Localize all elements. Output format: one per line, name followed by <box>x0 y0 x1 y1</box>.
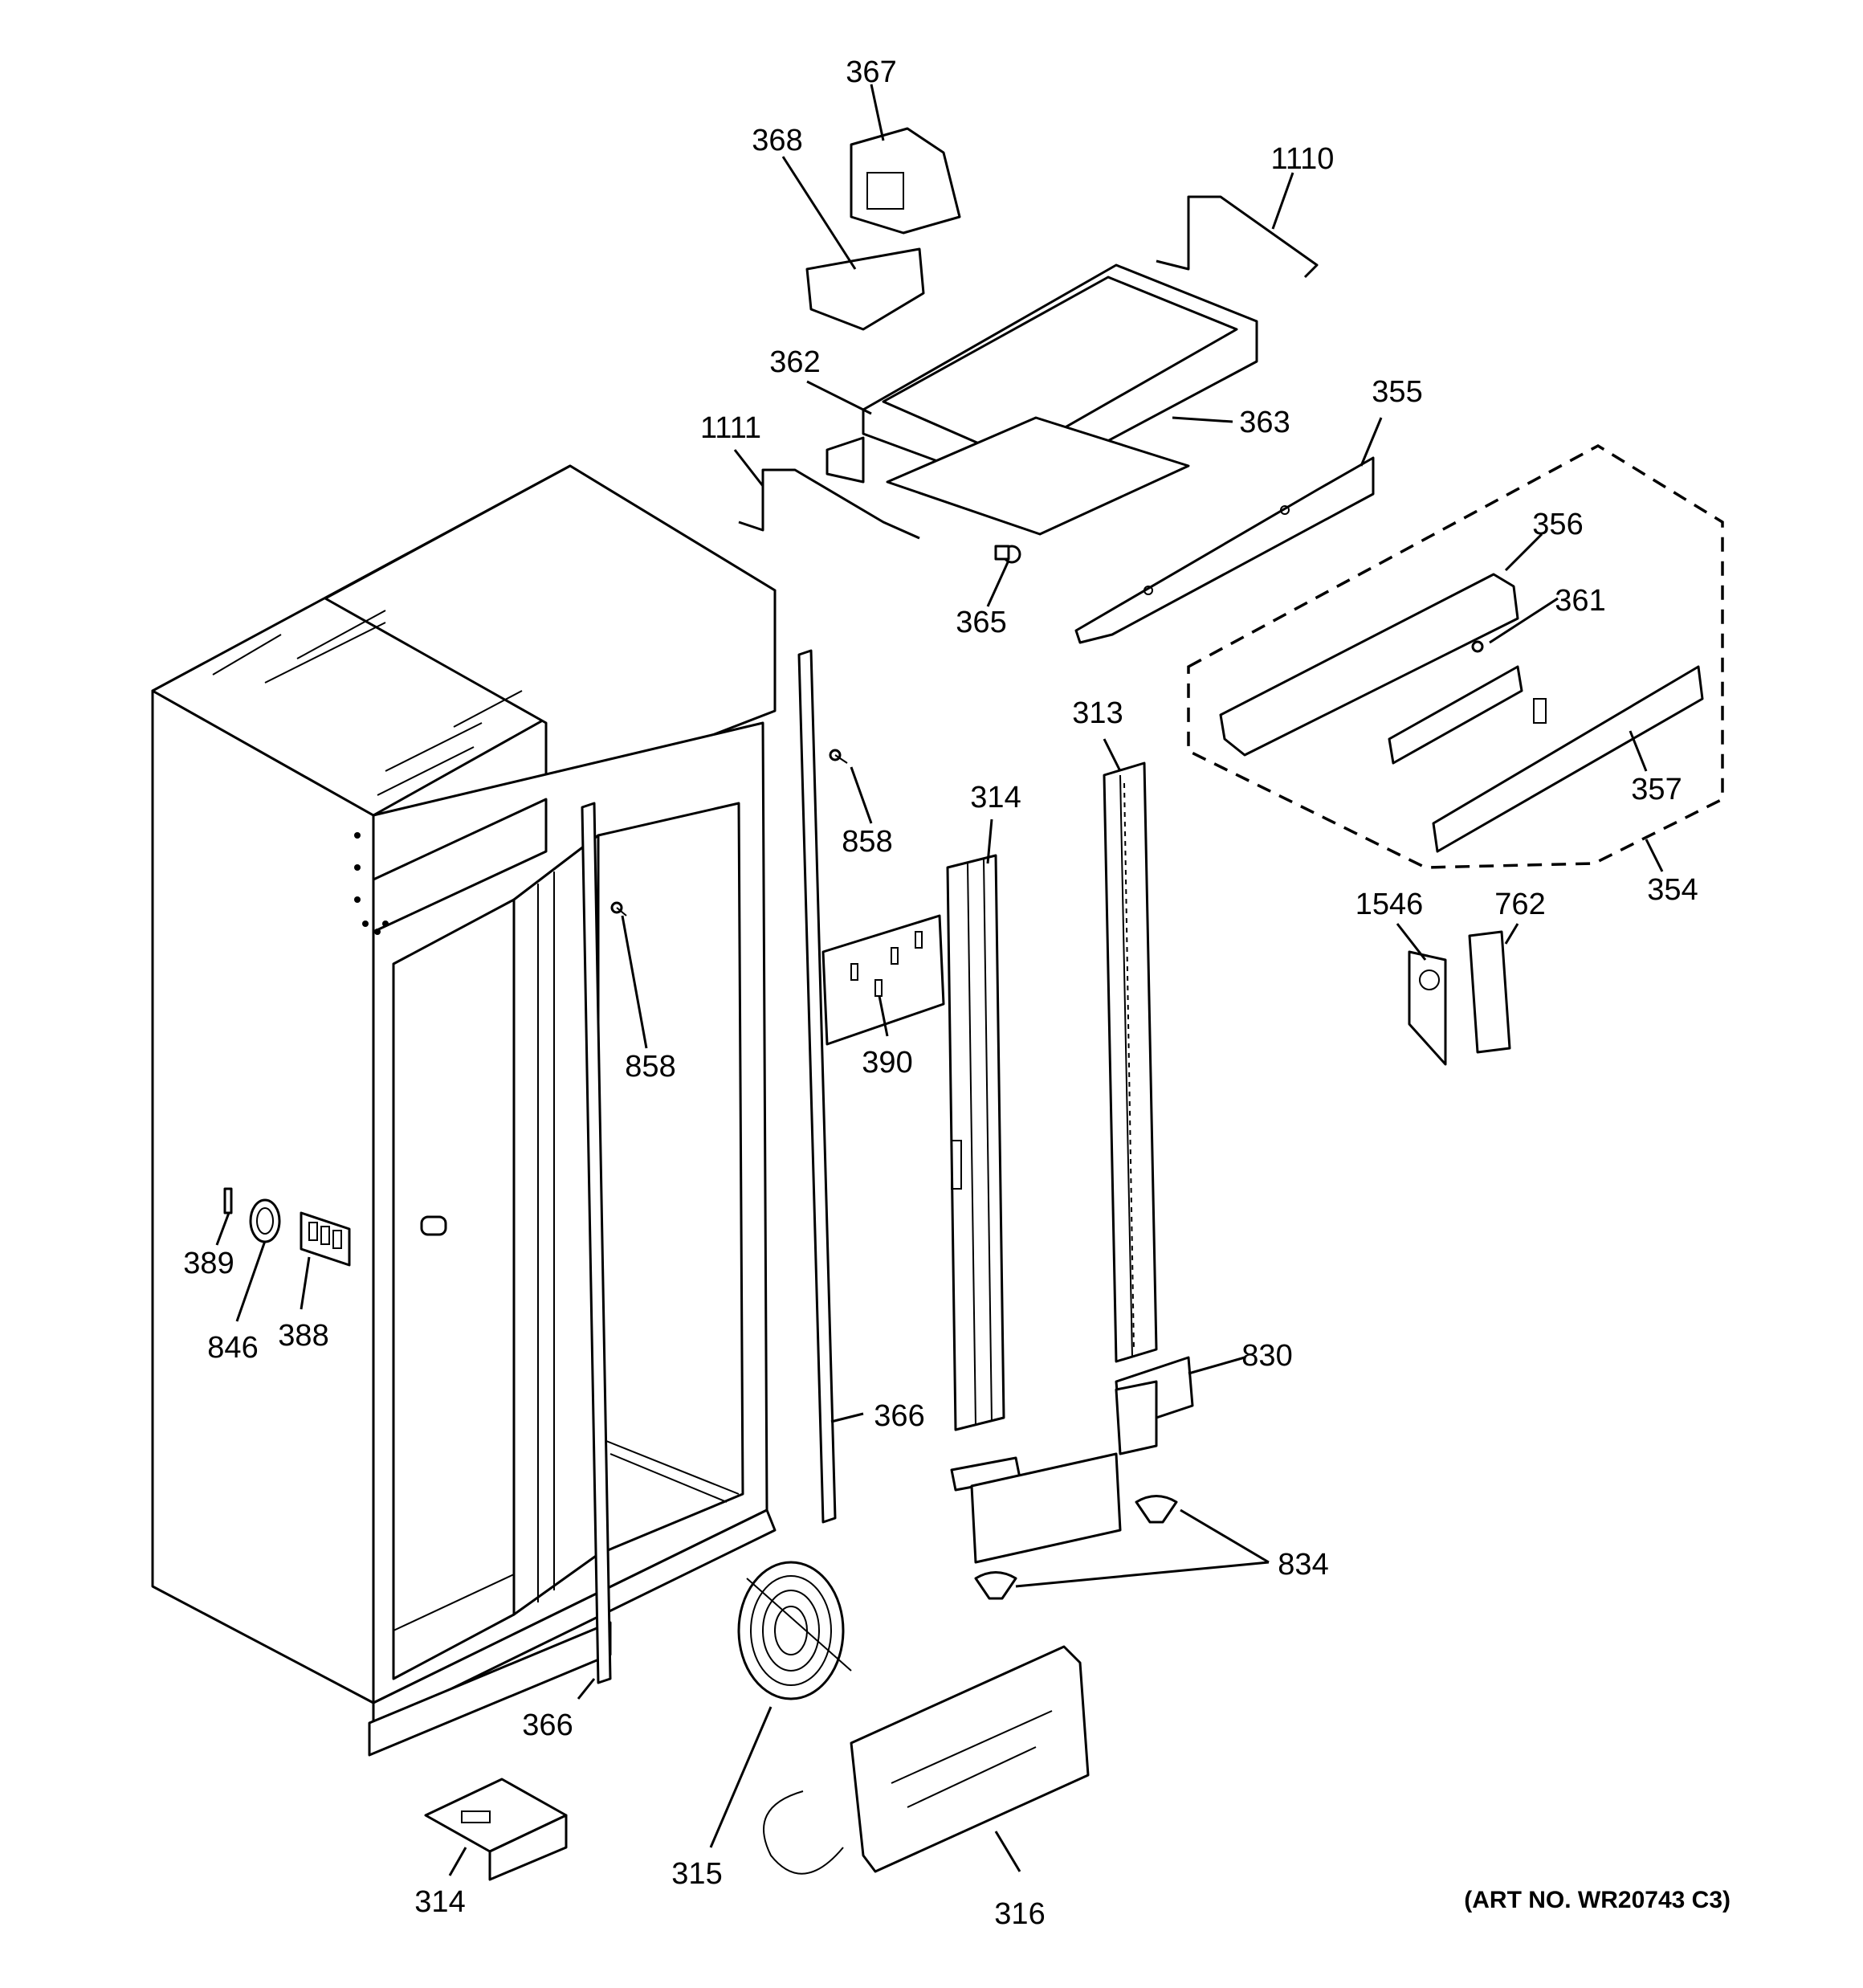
cabinet-case <box>151 464 777 1757</box>
callout-316: 316 <box>994 1897 1045 1931</box>
callout-366-front: 366 <box>522 1708 573 1742</box>
screw-858-lower <box>610 901 627 916</box>
leader-lines <box>215 84 1664 1876</box>
part-1111 <box>738 468 920 540</box>
callout-356: 356 <box>1532 508 1583 541</box>
part-368 <box>805 247 925 331</box>
callout-315: 315 <box>671 1857 722 1891</box>
screw-858-upper <box>829 749 848 764</box>
part-834-foot-b <box>974 1571 1017 1600</box>
part-313-rail <box>1103 761 1158 1363</box>
callout-355: 355 <box>1372 375 1422 409</box>
callout-361: 361 <box>1555 584 1605 618</box>
part-357 <box>1432 665 1704 853</box>
callout-314-rail: 314 <box>970 781 1021 814</box>
part-315-condenser <box>737 1561 852 1875</box>
part-366-strip-rear <box>797 649 837 1524</box>
callout-830: 830 <box>1241 1339 1292 1373</box>
callout-313: 313 <box>1072 696 1123 730</box>
callout-388: 388 <box>278 1319 328 1353</box>
callout-1111: 1111 <box>700 411 761 445</box>
part-830 <box>950 1356 1194 1564</box>
part-389 <box>223 1187 233 1214</box>
callout-314-bracket: 314 <box>414 1885 465 1919</box>
part-367 <box>850 127 961 235</box>
callout-1546: 1546 <box>1355 888 1424 921</box>
callout-834: 834 <box>1278 1548 1328 1582</box>
part-366-strip-front <box>581 802 612 1684</box>
callout-762: 762 <box>1494 888 1545 921</box>
callout-365: 365 <box>956 606 1006 639</box>
callout-363: 363 <box>1239 406 1290 439</box>
circuit-board <box>1388 665 1523 765</box>
callout-858-lower: 858 <box>625 1050 675 1084</box>
part-1546 <box>1408 950 1447 1066</box>
part-355 <box>1074 456 1375 644</box>
part-1110 <box>1156 195 1319 279</box>
callout-368: 368 <box>752 124 802 157</box>
part-316-panel <box>850 1645 1090 1873</box>
part-362-housing <box>826 263 1258 492</box>
callout-354: 354 <box>1647 873 1698 907</box>
part-356 <box>1219 573 1519 757</box>
part-314-rail <box>946 854 1005 1431</box>
callout-357: 357 <box>1631 773 1682 806</box>
callout-390: 390 <box>862 1046 912 1080</box>
part-361 <box>1471 640 1484 653</box>
part-762 <box>1468 930 1511 1054</box>
callout-389: 389 <box>183 1247 234 1280</box>
callout-858-upper: 858 <box>842 825 892 859</box>
part-388 <box>300 1211 351 1267</box>
callout-846: 846 <box>207 1331 258 1365</box>
part-390 <box>821 914 945 1046</box>
part-363-filter <box>886 416 1190 536</box>
part-365 <box>994 545 1021 564</box>
callout-1110: 1110 <box>1271 142 1335 176</box>
callout-367: 367 <box>846 55 896 89</box>
callout-362: 362 <box>769 345 820 379</box>
callout-366-rear: 366 <box>874 1399 924 1433</box>
part-846 <box>249 1198 281 1243</box>
assembly-354-outline <box>1187 443 1724 869</box>
part-834-foot-a <box>1135 1495 1178 1524</box>
part-314-bracket <box>424 1778 568 1881</box>
art-number: (ART NO. WR20743 C3) <box>1464 1887 1731 1913</box>
